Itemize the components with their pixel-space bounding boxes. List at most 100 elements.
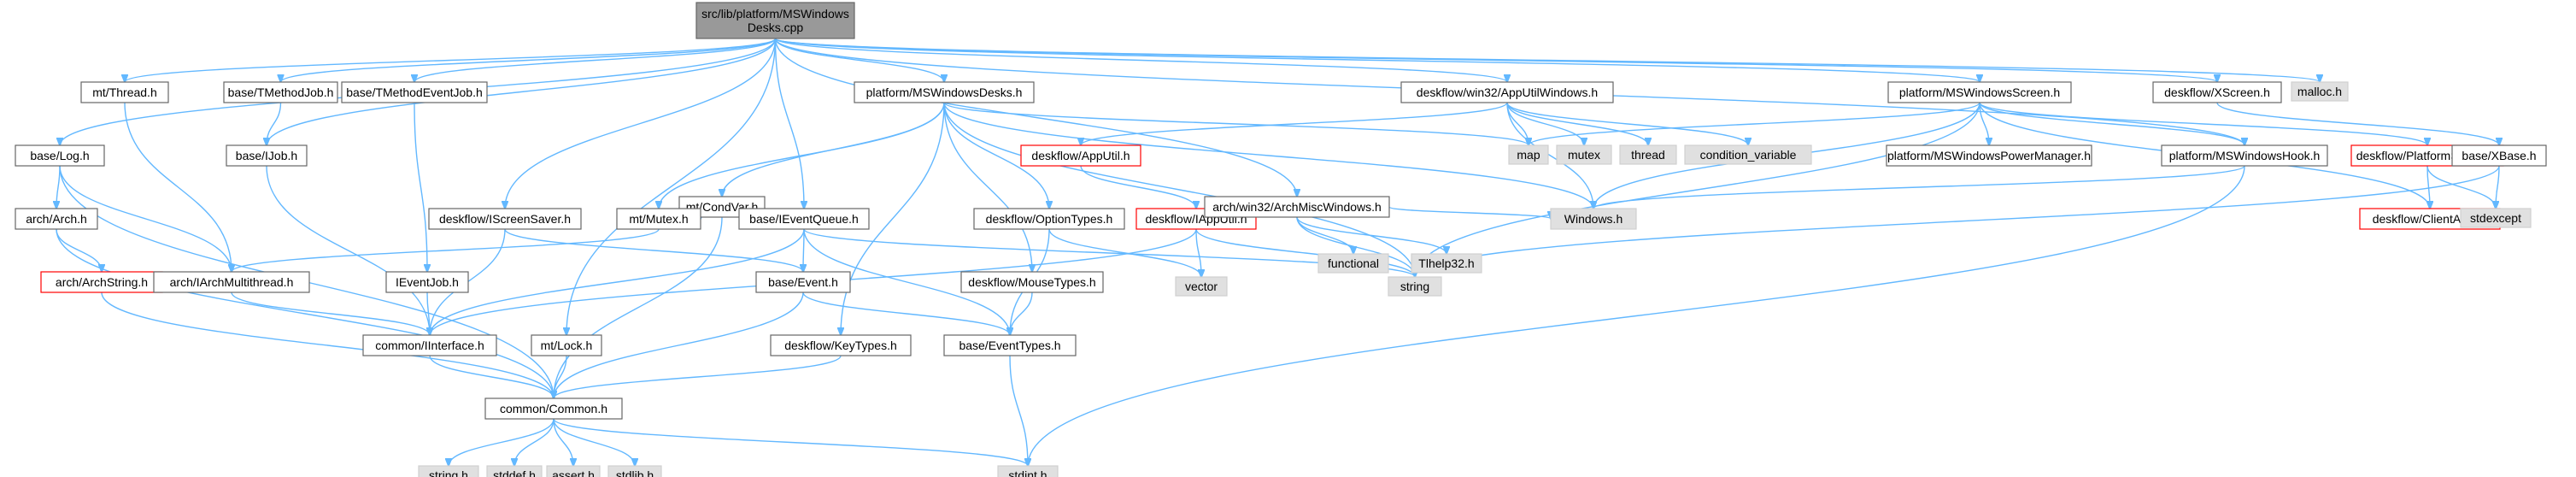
- node-assert: assert.h: [546, 465, 601, 477]
- node-label-functional: functional: [1328, 256, 1379, 270]
- edge-thread-to-iarchmultithread: [124, 102, 232, 272]
- node-box-event: [755, 271, 851, 293]
- edge-platformscreen-to-clientargs: [2427, 165, 2430, 209]
- node-label-mutex: mt/Mutex.h: [629, 212, 688, 226]
- node-box-optiontypes: [973, 208, 1125, 230]
- node-label-tmethodeventjob: base/TMethodEventJob.h: [346, 85, 483, 99]
- node-box-pmshook: [2161, 144, 2328, 167]
- edge-pmsdesks-to-map: [943, 102, 1529, 145]
- node-label-xscreen: deskflow/XScreen.h: [2164, 85, 2270, 99]
- node-box-vector: [1175, 276, 1228, 297]
- node-box-malloc: [2291, 81, 2349, 102]
- node-label-condvarstd: condition_variable: [1700, 148, 1797, 162]
- node-xscreen[interactable]: deskflow/XScreen.h: [2152, 81, 2282, 103]
- edge-pmsdesks-to-mutex: [659, 102, 945, 209]
- node-label-map: map: [1517, 148, 1540, 162]
- edge-keytypes-to-common: [554, 355, 842, 398]
- node-box-mousetypes: [960, 271, 1104, 293]
- node-box-arch: [15, 208, 98, 230]
- node-label-pmshook: platform/MSWindowsHook.h: [2169, 149, 2321, 162]
- node-tmethodjob[interactable]: base/TMethodJob.h: [223, 81, 338, 103]
- node-mutex[interactable]: mt/Mutex.h: [616, 208, 701, 230]
- node-pmsscreen[interactable]: platform/MSWindowsScreen.h: [1887, 81, 2072, 103]
- node-pmsdesks[interactable]: platform/MSWindowsDesks.h: [854, 81, 1035, 103]
- node-stdexcept: stdexcept: [2460, 208, 2532, 228]
- node-label-apputilwin: deskflow/win32/AppUtilWindows.h: [1417, 85, 1598, 99]
- edge-common-to-stdlib: [553, 418, 635, 466]
- node-label-string_h: string.h: [429, 468, 468, 477]
- node-thread[interactable]: mt/Thread.h: [80, 81, 169, 103]
- node-label-thread: mt/Thread.h: [92, 85, 156, 99]
- node-box-iscreensaver: [428, 208, 582, 230]
- node-label-pmspower: platform/MSWindowsPowerManager.h: [1887, 149, 2091, 162]
- node-iarchmultithread[interactable]: arch/IArchMultithread.h: [153, 271, 310, 293]
- edge-pmsdesks-to-keytypes: [841, 102, 945, 335]
- node-eventtypes[interactable]: base/EventTypes.h: [943, 334, 1077, 356]
- node-condvarstd: condition_variable: [1684, 144, 1812, 165]
- node-mousetypes[interactable]: deskflow/MouseTypes.h: [960, 271, 1104, 293]
- node-label-log: base/Log.h: [30, 149, 89, 162]
- edge-tmethodeventjob-to-ieventjob: [414, 102, 427, 272]
- node-label-iscreensaver: deskflow/IScreenSaver.h: [439, 212, 571, 226]
- node-box-xbase: [2451, 144, 2547, 167]
- node-pmshook[interactable]: platform/MSWindowsHook.h: [2161, 144, 2328, 167]
- edge-tmethodjob-to-ijob: [267, 102, 282, 145]
- edge-ieventqueue-to-event: [803, 228, 804, 272]
- node-apputil[interactable]: deskflow/AppUtil.h: [1020, 144, 1141, 167]
- edge-root-to-xscreen: [774, 38, 2218, 82]
- edge-pmsdesks-to-string: [943, 102, 1415, 277]
- node-box-stddef: [486, 465, 543, 477]
- node-archmisc[interactable]: arch/win32/ArchMiscWindows.h: [1204, 196, 1390, 218]
- node-event[interactable]: base/Event.h: [755, 271, 851, 293]
- node-label-apputil: deskflow/AppUtil.h: [1031, 149, 1130, 162]
- node-label-root: Desks.cpp: [748, 21, 804, 34]
- edge-archmisc-to-functional: [1296, 216, 1353, 254]
- node-ieventqueue[interactable]: base/IEventQueue.h: [738, 208, 870, 230]
- edge-root-to-thread: [125, 38, 777, 82]
- node-label-mousetypes: deskflow/MouseTypes.h: [968, 275, 1095, 289]
- node-iinterface[interactable]: common/IInterface.h: [362, 334, 497, 356]
- node-box-pmsdesks: [854, 81, 1035, 103]
- node-common[interactable]: common/Common.h: [484, 398, 623, 420]
- edge-archstring-to-common: [101, 292, 554, 398]
- node-mtlock[interactable]: mt/Lock.h: [531, 334, 602, 356]
- node-apputilwin[interactable]: deskflow/win32/AppUtilWindows.h: [1400, 81, 1614, 103]
- node-ijob[interactable]: base/IJob.h: [226, 144, 308, 167]
- node-box-mtlock: [531, 334, 602, 356]
- node-ieventjob[interactable]: IEventJob.h: [385, 271, 469, 293]
- node-optiontypes[interactable]: deskflow/OptionTypes.h: [973, 208, 1125, 230]
- node-archstring[interactable]: arch/ArchString.h: [40, 271, 163, 293]
- edge-condvar-to-common: [554, 216, 723, 398]
- edge-root-to-pmsscreen: [774, 38, 1980, 82]
- node-box-thread: [80, 81, 169, 103]
- node-root[interactable]: src/lib/platform/MSWindowsDesks.cpp: [695, 2, 855, 39]
- edge-pmsscreen-to-map: [1529, 102, 1980, 145]
- edge-common-to-assert: [553, 418, 573, 466]
- edge-apputilwin-to-windows: [1506, 102, 1593, 209]
- node-box-stdint: [997, 465, 1059, 477]
- edge-root-to-archmisc: [774, 38, 1298, 197]
- node-xbase[interactable]: base/XBase.h: [2451, 144, 2547, 167]
- node-box-apputilwin: [1400, 81, 1614, 103]
- edge-pmsdesks-to-windows: [943, 102, 1593, 209]
- node-box-string_h: [418, 465, 479, 477]
- edge-log-to-iarchmultithread: [59, 165, 232, 272]
- node-threadstd: thread: [1619, 144, 1677, 165]
- node-box-tmethodjob: [223, 81, 338, 103]
- edge-apputilwin-to-mutexstd: [1506, 102, 1584, 145]
- node-box-log: [15, 144, 105, 167]
- node-tmethodeventjob[interactable]: base/TMethodEventJob.h: [341, 81, 488, 103]
- node-arch[interactable]: arch/Arch.h: [15, 208, 98, 230]
- node-box-archstring: [40, 271, 163, 293]
- node-keytypes[interactable]: deskflow/KeyTypes.h: [770, 334, 912, 356]
- node-label-stdlib: stdlib.h: [616, 468, 654, 477]
- node-box-iinterface: [362, 334, 497, 356]
- node-malloc: malloc.h: [2291, 81, 2349, 102]
- edge-event-to-common: [554, 292, 804, 398]
- edge-iapputil-to-vector: [1195, 228, 1201, 277]
- node-label-mutexstd: mutex: [1568, 148, 1600, 162]
- node-iscreensaver[interactable]: deskflow/IScreenSaver.h: [428, 208, 582, 230]
- node-pmspower[interactable]: platform/MSWindowsPowerManager.h: [1886, 144, 2092, 167]
- node-log[interactable]: base/Log.h: [15, 144, 105, 167]
